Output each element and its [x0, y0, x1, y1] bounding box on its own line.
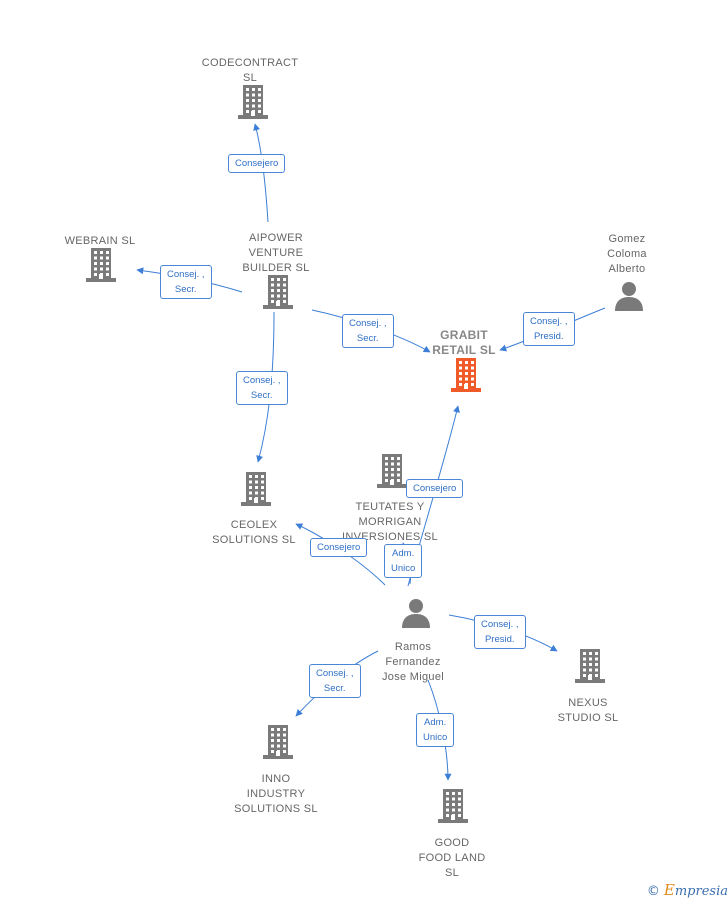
relation-label-ramos-to-grabit[interactable]: Consejero: [406, 479, 464, 498]
brand-name: mpresia: [674, 884, 728, 899]
building-icon-nexus[interactable]: [574, 648, 606, 684]
empresia-brand: ©Empresia: [647, 881, 728, 899]
relation-label-aipower-to-webrain[interactable]: Consej. , Secr.: [160, 265, 212, 299]
node-label-webrain[interactable]: WEBRAIN SL: [64, 235, 136, 247]
relation-label-ramos-to-goodfood[interactable]: Adm. Unico: [416, 713, 455, 747]
building-icon-inno[interactable]: [262, 724, 294, 760]
building-icon-teutates[interactable]: [376, 453, 408, 489]
building-icon-webrain[interactable]: [85, 247, 117, 283]
relation-label-aipower-to-ceolex[interactable]: Consej. , Secr.: [236, 371, 288, 405]
relation-label-ramos-to-nexus[interactable]: Consej. , Presid.: [474, 615, 526, 649]
building-icon-grabit[interactable]: [450, 357, 482, 393]
relation-label-ramos-to-ceolex[interactable]: Consejero: [310, 538, 368, 557]
building-icon-ceolex[interactable]: [240, 471, 272, 507]
node-label-nexus[interactable]: NEXUS STUDIO SL: [557, 697, 619, 724]
node-label-goodfood[interactable]: GOOD FOOD LAND SL: [418, 837, 486, 879]
node-label-gomez[interactable]: Gomez Coloma Alberto: [607, 233, 647, 275]
person-icon-gomez[interactable]: [613, 280, 645, 312]
relation-label-ramos-to-teutates[interactable]: Adm. Unico: [384, 544, 423, 578]
building-icon-goodfood[interactable]: [437, 788, 469, 824]
relation-label-aipower-to-codecontract[interactable]: Consejero: [228, 154, 286, 173]
node-label-aipower[interactable]: AIPOWER VENTURE BUILDER SL: [242, 232, 310, 274]
person-icon-ramos[interactable]: [400, 597, 432, 629]
copyright-icon: ©: [646, 884, 660, 899]
relation-label-aipower-to-grabit[interactable]: Consej. , Secr.: [342, 314, 394, 348]
node-label-ramos[interactable]: Ramos Fernandez Jose Miguel: [382, 641, 444, 683]
brand-initial: E: [663, 881, 675, 899]
edge-aipower-to-codecontract: [253, 123, 269, 223]
node-label-grabit[interactable]: GRABIT RETAIL SL: [432, 328, 496, 357]
node-label-inno[interactable]: INNO INDUSTRY SOLUTIONS SL: [234, 773, 318, 815]
building-icon-codecontract[interactable]: [237, 84, 269, 120]
node-label-ceolex[interactable]: CEOLEX SOLUTIONS SL: [212, 519, 296, 546]
node-label-codecontract[interactable]: CODECONTRACT SL: [201, 57, 299, 84]
building-icon-aipower[interactable]: [262, 274, 294, 310]
relation-label-gomez-to-grabit[interactable]: Consej. , Presid.: [523, 312, 575, 346]
relation-label-ramos-to-inno[interactable]: Consej. , Secr.: [309, 664, 361, 698]
